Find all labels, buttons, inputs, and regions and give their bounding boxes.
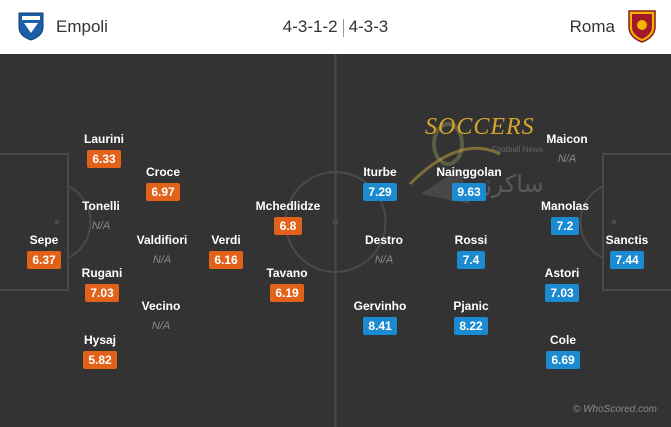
- match-header: Empoli 4-3-1-2 4-3-3 Roma: [0, 0, 671, 54]
- player-name: Nainggolan: [436, 165, 502, 179]
- formation-divider: [342, 18, 344, 37]
- away-team-name[interactable]: Roma: [569, 17, 615, 36]
- player-maicon[interactable]: Maicon N/A: [522, 132, 612, 168]
- pitch: SOCCERS Football News ساكرز Sepe 6.37 La…: [0, 54, 671, 427]
- player-rating: 7.29: [363, 183, 397, 201]
- player-name: Laurini: [83, 132, 124, 146]
- player-name: Rugani: [81, 266, 123, 280]
- player-croce[interactable]: Croce 6.97: [118, 165, 208, 201]
- player-valdifiori[interactable]: Valdifiori N/A: [117, 233, 207, 269]
- player-rating: 5.82: [83, 351, 117, 369]
- player-rating: 6.69: [546, 351, 580, 369]
- player-cole[interactable]: Cole 6.69: [518, 333, 608, 369]
- player-name: Destro: [364, 233, 403, 247]
- player-sepe[interactable]: Sepe 6.37: [0, 233, 89, 269]
- player-nainggolan[interactable]: Nainggolan 9.63: [424, 165, 514, 201]
- player-rating: 6.16: [209, 251, 243, 269]
- player-name: Pjanic: [453, 299, 489, 313]
- empoli-crest-icon[interactable]: [18, 11, 44, 41]
- player-name: Cole: [549, 333, 576, 347]
- player-rating: 6.19: [270, 284, 304, 302]
- player-name: Valdifiori: [136, 233, 188, 247]
- player-astori[interactable]: Astori 7.03: [517, 266, 607, 302]
- player-gervinho[interactable]: Gervinho 8.41: [335, 299, 425, 335]
- player-name: Verdi: [211, 233, 241, 247]
- player-verdi[interactable]: Verdi 6.16: [181, 233, 271, 269]
- player-rating: 6.33: [87, 150, 121, 168]
- player-mchedlidze[interactable]: Mchedlidze 6.8: [243, 199, 333, 235]
- player-rating: 7.03: [85, 284, 119, 302]
- player-rating: N/A: [557, 153, 577, 165]
- watermark-brand: SOCCERS: [425, 114, 535, 140]
- player-name: Vecino: [141, 299, 181, 313]
- player-name: Rossi: [454, 233, 488, 247]
- player-name: Croce: [145, 165, 180, 179]
- player-pjanic[interactable]: Pjanic 8.22: [426, 299, 516, 335]
- player-sanctis[interactable]: Sanctis 7.44: [582, 233, 671, 269]
- player-name: Tonelli: [82, 199, 120, 213]
- player-rossi[interactable]: Rossi 7.4: [426, 233, 516, 269]
- player-name: Sepe: [29, 233, 59, 247]
- player-rating: N/A: [152, 254, 172, 266]
- player-name: Gervinho: [353, 299, 407, 313]
- player-manolas[interactable]: Manolas 7.2: [520, 199, 610, 235]
- watermark-arabic: ساكرز: [480, 170, 544, 198]
- player-laurini[interactable]: Laurini 6.33: [59, 132, 149, 168]
- player-rating: 7.4: [457, 251, 485, 269]
- player-rating: 8.22: [454, 317, 488, 335]
- player-tavano[interactable]: Tavano 6.19: [242, 266, 332, 302]
- player-name: Manolas: [540, 199, 589, 213]
- player-rating: N/A: [374, 254, 394, 266]
- watermark-sub: Football News: [492, 145, 543, 154]
- player-rating: 7.44: [610, 251, 644, 269]
- pitch-lines: [0, 54, 671, 427]
- home-team-name[interactable]: Empoli: [56, 17, 108, 36]
- player-name: Astori: [544, 266, 580, 280]
- player-vecino[interactable]: Vecino N/A: [116, 299, 206, 335]
- player-rating: N/A: [151, 320, 171, 332]
- player-rating: 6.97: [146, 183, 180, 201]
- away-formation: 4-3-3: [348, 17, 389, 36]
- player-hysaj[interactable]: Hysaj 5.82: [55, 333, 145, 369]
- player-rating: 6.37: [27, 251, 61, 269]
- whoscored-credit[interactable]: © WhoScored.com: [572, 404, 657, 415]
- player-rating: 7.03: [545, 284, 579, 302]
- player-rating: N/A: [91, 220, 111, 232]
- player-rating: 9.63: [452, 183, 486, 201]
- player-rugani[interactable]: Rugani 7.03: [57, 266, 147, 302]
- player-name: Iturbe: [363, 165, 397, 179]
- player-name: Mchedlidze: [255, 199, 321, 213]
- player-name: Tavano: [266, 266, 308, 280]
- player-name: Hysaj: [83, 333, 117, 347]
- player-destro[interactable]: Destro N/A: [339, 233, 429, 269]
- roma-crest-icon[interactable]: [627, 9, 657, 43]
- player-rating: 7.2: [551, 217, 579, 235]
- player-iturbe[interactable]: Iturbe 7.29: [335, 165, 425, 201]
- player-rating: 8.41: [363, 317, 397, 335]
- formations: 4-3-1-2 4-3-3: [0, 17, 671, 37]
- player-tonelli[interactable]: Tonelli N/A: [56, 199, 146, 235]
- home-formation: 4-3-1-2: [282, 17, 338, 36]
- player-name: Sanctis: [605, 233, 649, 247]
- player-name: Maicon: [546, 132, 588, 146]
- player-rating: 6.8: [274, 217, 302, 235]
